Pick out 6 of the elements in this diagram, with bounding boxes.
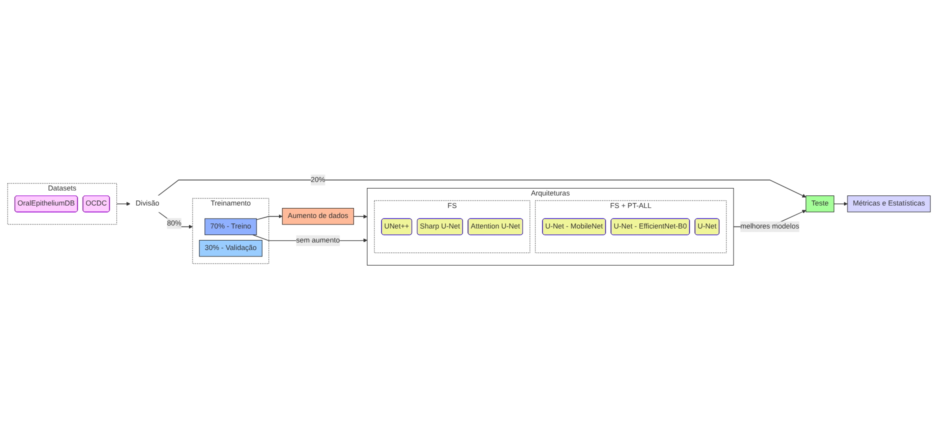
arrow bbox=[256, 214, 283, 220]
arrow bbox=[834, 201, 848, 206]
arrow bbox=[116, 201, 130, 206]
arrow bbox=[158, 179, 806, 198]
arrow bbox=[158, 211, 193, 228]
arrow bbox=[353, 214, 368, 218]
